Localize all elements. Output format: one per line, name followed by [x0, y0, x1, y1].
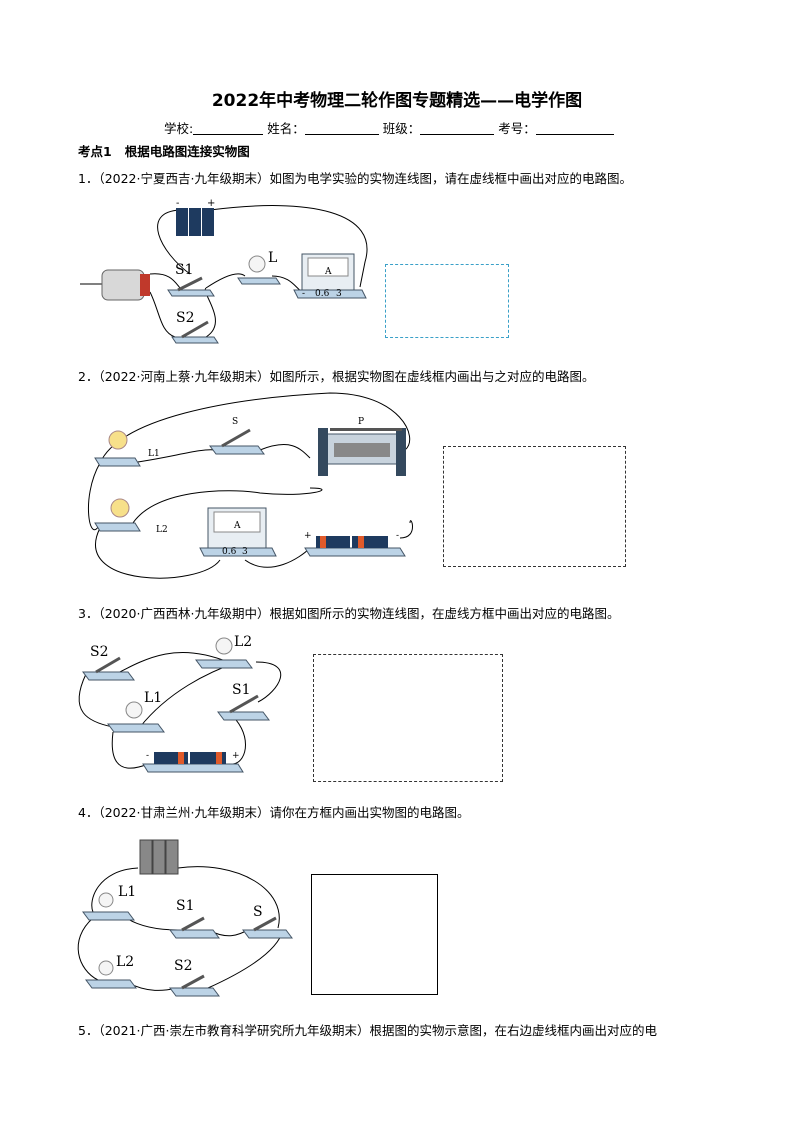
lamp-l1-icon	[107, 701, 165, 733]
svg-text:-: -	[146, 751, 149, 761]
svg-text:S1: S1	[176, 898, 195, 914]
battery-icon: -+	[176, 198, 215, 236]
q4-circuit-figure: L1 S1 S L2 S2	[77, 839, 293, 997]
svg-text:+: +	[304, 531, 312, 541]
switch-s-icon	[209, 428, 265, 455]
question-5: 5．（2021·广西·崇左市教育科学研究所九年级期末）根据图的实物示意图，在右边…	[78, 1023, 657, 1038]
q3-circuit-figure: S2 L2 L1 S1 - +	[78, 634, 282, 773]
svg-text:0.6: 0.6	[315, 289, 330, 299]
question-3: 3．（2020·广西西林·九年级期中）根据如图所示的实物连线图，在虚线方框中画出…	[78, 606, 620, 621]
svg-text:-: -	[396, 531, 399, 541]
svg-text:+: +	[207, 198, 215, 209]
number-field[interactable]	[535, 122, 614, 135]
lamp-l2-icon	[94, 498, 141, 532]
svg-text:L2: L2	[234, 634, 252, 650]
svg-text:S1: S1	[232, 682, 251, 698]
switch-s1-icon	[167, 276, 215, 297]
switch-s1-icon	[169, 916, 220, 939]
svg-text:S: S	[232, 417, 238, 427]
school-field[interactable]	[193, 122, 264, 135]
class-label: 班级：	[382, 121, 421, 136]
question-4: 4．（2022·甘肃兰州·九年级期末）请你在方框内画出实物图的电路图。	[78, 805, 470, 820]
svg-text:L1: L1	[118, 884, 136, 900]
svg-text:L2: L2	[116, 954, 134, 970]
switch-s2-icon	[171, 320, 219, 344]
student-info-line: 学校: 姓名： 班级： 考号：	[164, 118, 614, 137]
q1-label-l: L	[268, 250, 277, 266]
svg-text:3: 3	[336, 289, 342, 299]
rheostat-icon	[318, 428, 406, 476]
lamp-icon	[237, 255, 281, 285]
switch-s2-icon	[82, 656, 135, 681]
lamp-l2-icon	[85, 960, 137, 989]
svg-text:+: +	[232, 751, 240, 761]
q2-circuit-figure: L1 L2 S P A 0.6 3 + -	[88, 392, 413, 579]
q1-label-s1: S1	[175, 262, 194, 278]
q3-answer-box[interactable]	[313, 654, 503, 782]
svg-text:L1: L1	[144, 690, 162, 706]
svg-text:P: P	[358, 417, 364, 427]
question-1: 1．（2022·宁夏西吉·九年级期末）如图为电学实验的实物连线图，请在虚线框中画…	[78, 171, 632, 186]
question-2: 2．（2022·河南上蔡·九年级期末）如图所示，根据实物图在虚线框内画出与之对应…	[78, 369, 595, 384]
q1-circuit-figure: -+ S1 S2 L A - 0.6 3	[80, 198, 368, 344]
svg-text:-: -	[302, 289, 305, 299]
school-label: 学校:	[164, 121, 194, 136]
lamp-l2-icon	[195, 637, 253, 669]
motor-icon	[101, 269, 150, 301]
q2-answer-box[interactable]	[443, 446, 626, 567]
ammeter-icon	[293, 253, 367, 299]
svg-text:-: -	[176, 198, 179, 209]
q4-answer-box[interactable]	[311, 874, 438, 995]
class-field[interactable]	[420, 122, 495, 135]
q1-label-s2: S2	[176, 310, 195, 326]
page-title: 2022年中考物理二轮作图专题精选——电学作图	[211, 91, 583, 111]
battery-icon	[142, 752, 244, 773]
lamp-l1-icon	[82, 892, 135, 921]
name-label: 姓名：	[267, 121, 305, 136]
svg-text:S: S	[253, 904, 263, 920]
q1-answer-box[interactable]	[385, 264, 509, 338]
ammeter-icon	[199, 507, 277, 557]
svg-text:L1: L1	[148, 449, 160, 459]
svg-text:A: A	[233, 521, 241, 531]
svg-text:0.6: 0.6	[222, 547, 237, 557]
battery-icon	[139, 839, 179, 875]
section-heading: 考点1 根据电路图连接实物图	[78, 144, 250, 159]
svg-text:L2: L2	[156, 525, 168, 535]
switch-s1-icon	[217, 694, 270, 721]
svg-text:3: 3	[242, 547, 248, 557]
number-label: 考号：	[498, 121, 536, 136]
switch-s2-icon	[169, 974, 220, 997]
lamp-l1-icon	[94, 430, 141, 467]
battery-icon	[304, 536, 406, 557]
svg-text:S2: S2	[174, 958, 193, 974]
switch-s-icon	[242, 916, 293, 939]
name-field[interactable]	[304, 122, 379, 135]
svg-text:A: A	[324, 267, 332, 277]
svg-text:S2: S2	[90, 644, 109, 660]
